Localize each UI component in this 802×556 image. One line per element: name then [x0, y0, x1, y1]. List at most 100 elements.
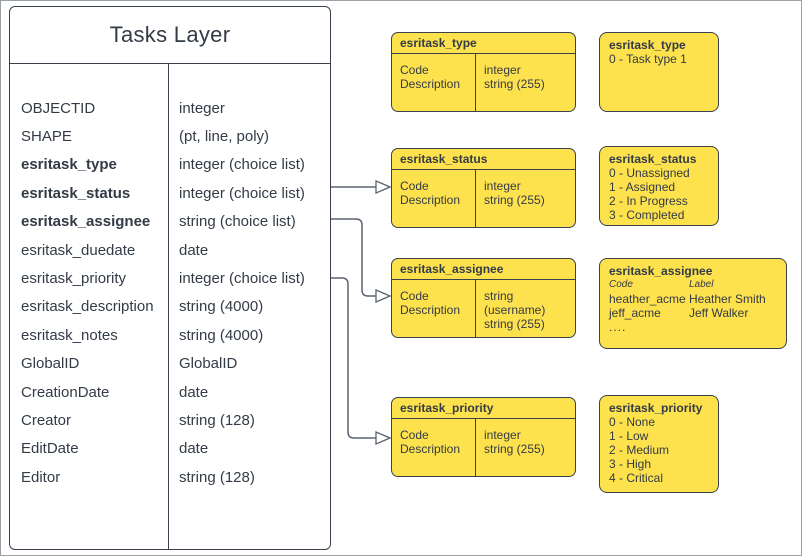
field-type: integer [179, 99, 225, 117]
field-type: date [179, 383, 209, 401]
value-line: 0 - None [609, 415, 656, 429]
field-type: (pt, line, poly) [179, 128, 270, 146]
code-table-esritask-assignee: esritask_assignee Code Description strin… [391, 258, 576, 338]
field-type: string (4000) [179, 298, 264, 316]
entity-field-row: Creator string (128) [10, 406, 330, 434]
value-list-title: esritask_priority [609, 401, 703, 415]
field-type: string (choice list) [179, 213, 296, 231]
assignee-col-code: Code [609, 279, 633, 290]
field-name: GlobalID [21, 355, 80, 373]
value-line: 2 - In Progress [609, 194, 688, 208]
field-name: esritask_status [21, 184, 131, 202]
field-type: GlobalID [179, 355, 238, 373]
code-field: Description [400, 303, 461, 317]
assignee-column-headers: Code Label [609, 278, 777, 292]
field-name: esritask_priority [21, 270, 127, 288]
value-line: 3 - High [609, 457, 652, 471]
code-field: Description [400, 193, 461, 207]
value-line: 0 - Task type 1 [609, 52, 687, 66]
code-type: integer [484, 63, 521, 77]
value-list-title: esritask_assignee [609, 264, 713, 278]
assignee-value-cell: heather_acme [609, 292, 686, 306]
entity-field-row: esritask_priority integer (choice list) [10, 264, 330, 292]
entity-field-row: esritask_assignee string (choice list) [10, 208, 330, 236]
field-type: integer (choice list) [179, 270, 305, 288]
code-type: string (255) [484, 317, 545, 331]
field-name: Creator [21, 411, 72, 429]
field-name: esritask_assignee [21, 213, 151, 231]
field-type: date [179, 440, 209, 458]
field-name: esritask_description [21, 298, 154, 316]
field-name: esritask_type [21, 156, 117, 174]
code-table-esritask-priority: esritask_priority Code Description integ… [391, 397, 576, 477]
code-field: Code [400, 179, 429, 193]
value-list-esritask-assignee: esritask_assignee Code Label heather_acm… [599, 258, 787, 349]
code-field: Code [400, 289, 429, 303]
code-type: string (255) [484, 442, 545, 456]
code-field: Code [400, 428, 429, 442]
code-table-esritask-type: esritask_type Code Description integer s… [391, 32, 576, 112]
code-field: Description [400, 77, 461, 91]
code-type: integer [484, 179, 521, 193]
value-line: 4 - Critical [609, 471, 664, 485]
entity-field-row: Editor string (128) [10, 463, 330, 491]
connector-assignee [330, 218, 376, 297]
field-type: date [179, 241, 209, 259]
code-type: string (255) [484, 77, 545, 91]
assignee-value-cell: Heather Smith [689, 292, 766, 306]
open-arrowhead-icon [375, 431, 392, 445]
entity-field-row: esritask_duedate date [10, 236, 330, 264]
value-list-title: esritask_status [609, 152, 697, 166]
field-type: string (128) [179, 468, 255, 486]
field-type: string (128) [179, 411, 255, 429]
code-table-title: esritask_status [392, 149, 575, 170]
entity-title: Tasks Layer [10, 7, 330, 64]
code-field: Description [400, 442, 461, 456]
value-list-esritask-type: esritask_type 0 - Task type 1 [599, 32, 719, 112]
field-type: integer (choice list) [179, 156, 305, 174]
field-name: EditDate [21, 440, 79, 458]
connector-priority [330, 277, 376, 439]
field-type: string (4000) [179, 326, 264, 344]
open-arrowhead-icon [375, 289, 392, 303]
code-table-title: esritask_type [392, 33, 575, 54]
assignee-more-ellipsis: .... [609, 320, 627, 334]
code-table-esritask-status: esritask_status Code Description integer… [391, 148, 576, 228]
field-name: CreationDate [21, 383, 110, 401]
entity-field-row: SHAPE (pt, line, poly) [10, 122, 330, 150]
code-field: Code [400, 63, 429, 77]
value-lines: 0 - Task type 1 [609, 52, 709, 66]
entity-field-row: OBJECTID integer [10, 94, 330, 122]
code-type: string (username) [484, 289, 546, 317]
field-name: SHAPE [21, 128, 72, 146]
field-name: esritask_duedate [21, 241, 136, 259]
field-name: OBJECTID [21, 99, 96, 117]
entity-field-row: CreationDate date [10, 378, 330, 406]
entity-field-row: EditDate date [10, 435, 330, 463]
assignee-col-label: Label [689, 279, 714, 290]
field-type: integer (choice list) [179, 184, 305, 202]
field-name: Editor [21, 468, 61, 486]
code-type: string (255) [484, 193, 545, 207]
assignee-value-row: jeff_acme Jeff Walker [609, 306, 777, 320]
open-arrowhead-icon [375, 180, 392, 194]
value-line: 2 - Medium [609, 443, 670, 457]
entity-field-row: esritask_type integer (choice list) [10, 151, 330, 179]
code-table-title: esritask_priority [392, 398, 575, 419]
value-list-title: esritask_type [609, 38, 686, 52]
assignee-value-cell: Jeff Walker [689, 306, 749, 320]
value-line: 0 - Unassigned [609, 166, 690, 180]
code-table-title: esritask_assignee [392, 259, 575, 280]
value-line: 1 - Assigned [609, 180, 676, 194]
assignee-value-cell: jeff_acme [609, 306, 661, 320]
